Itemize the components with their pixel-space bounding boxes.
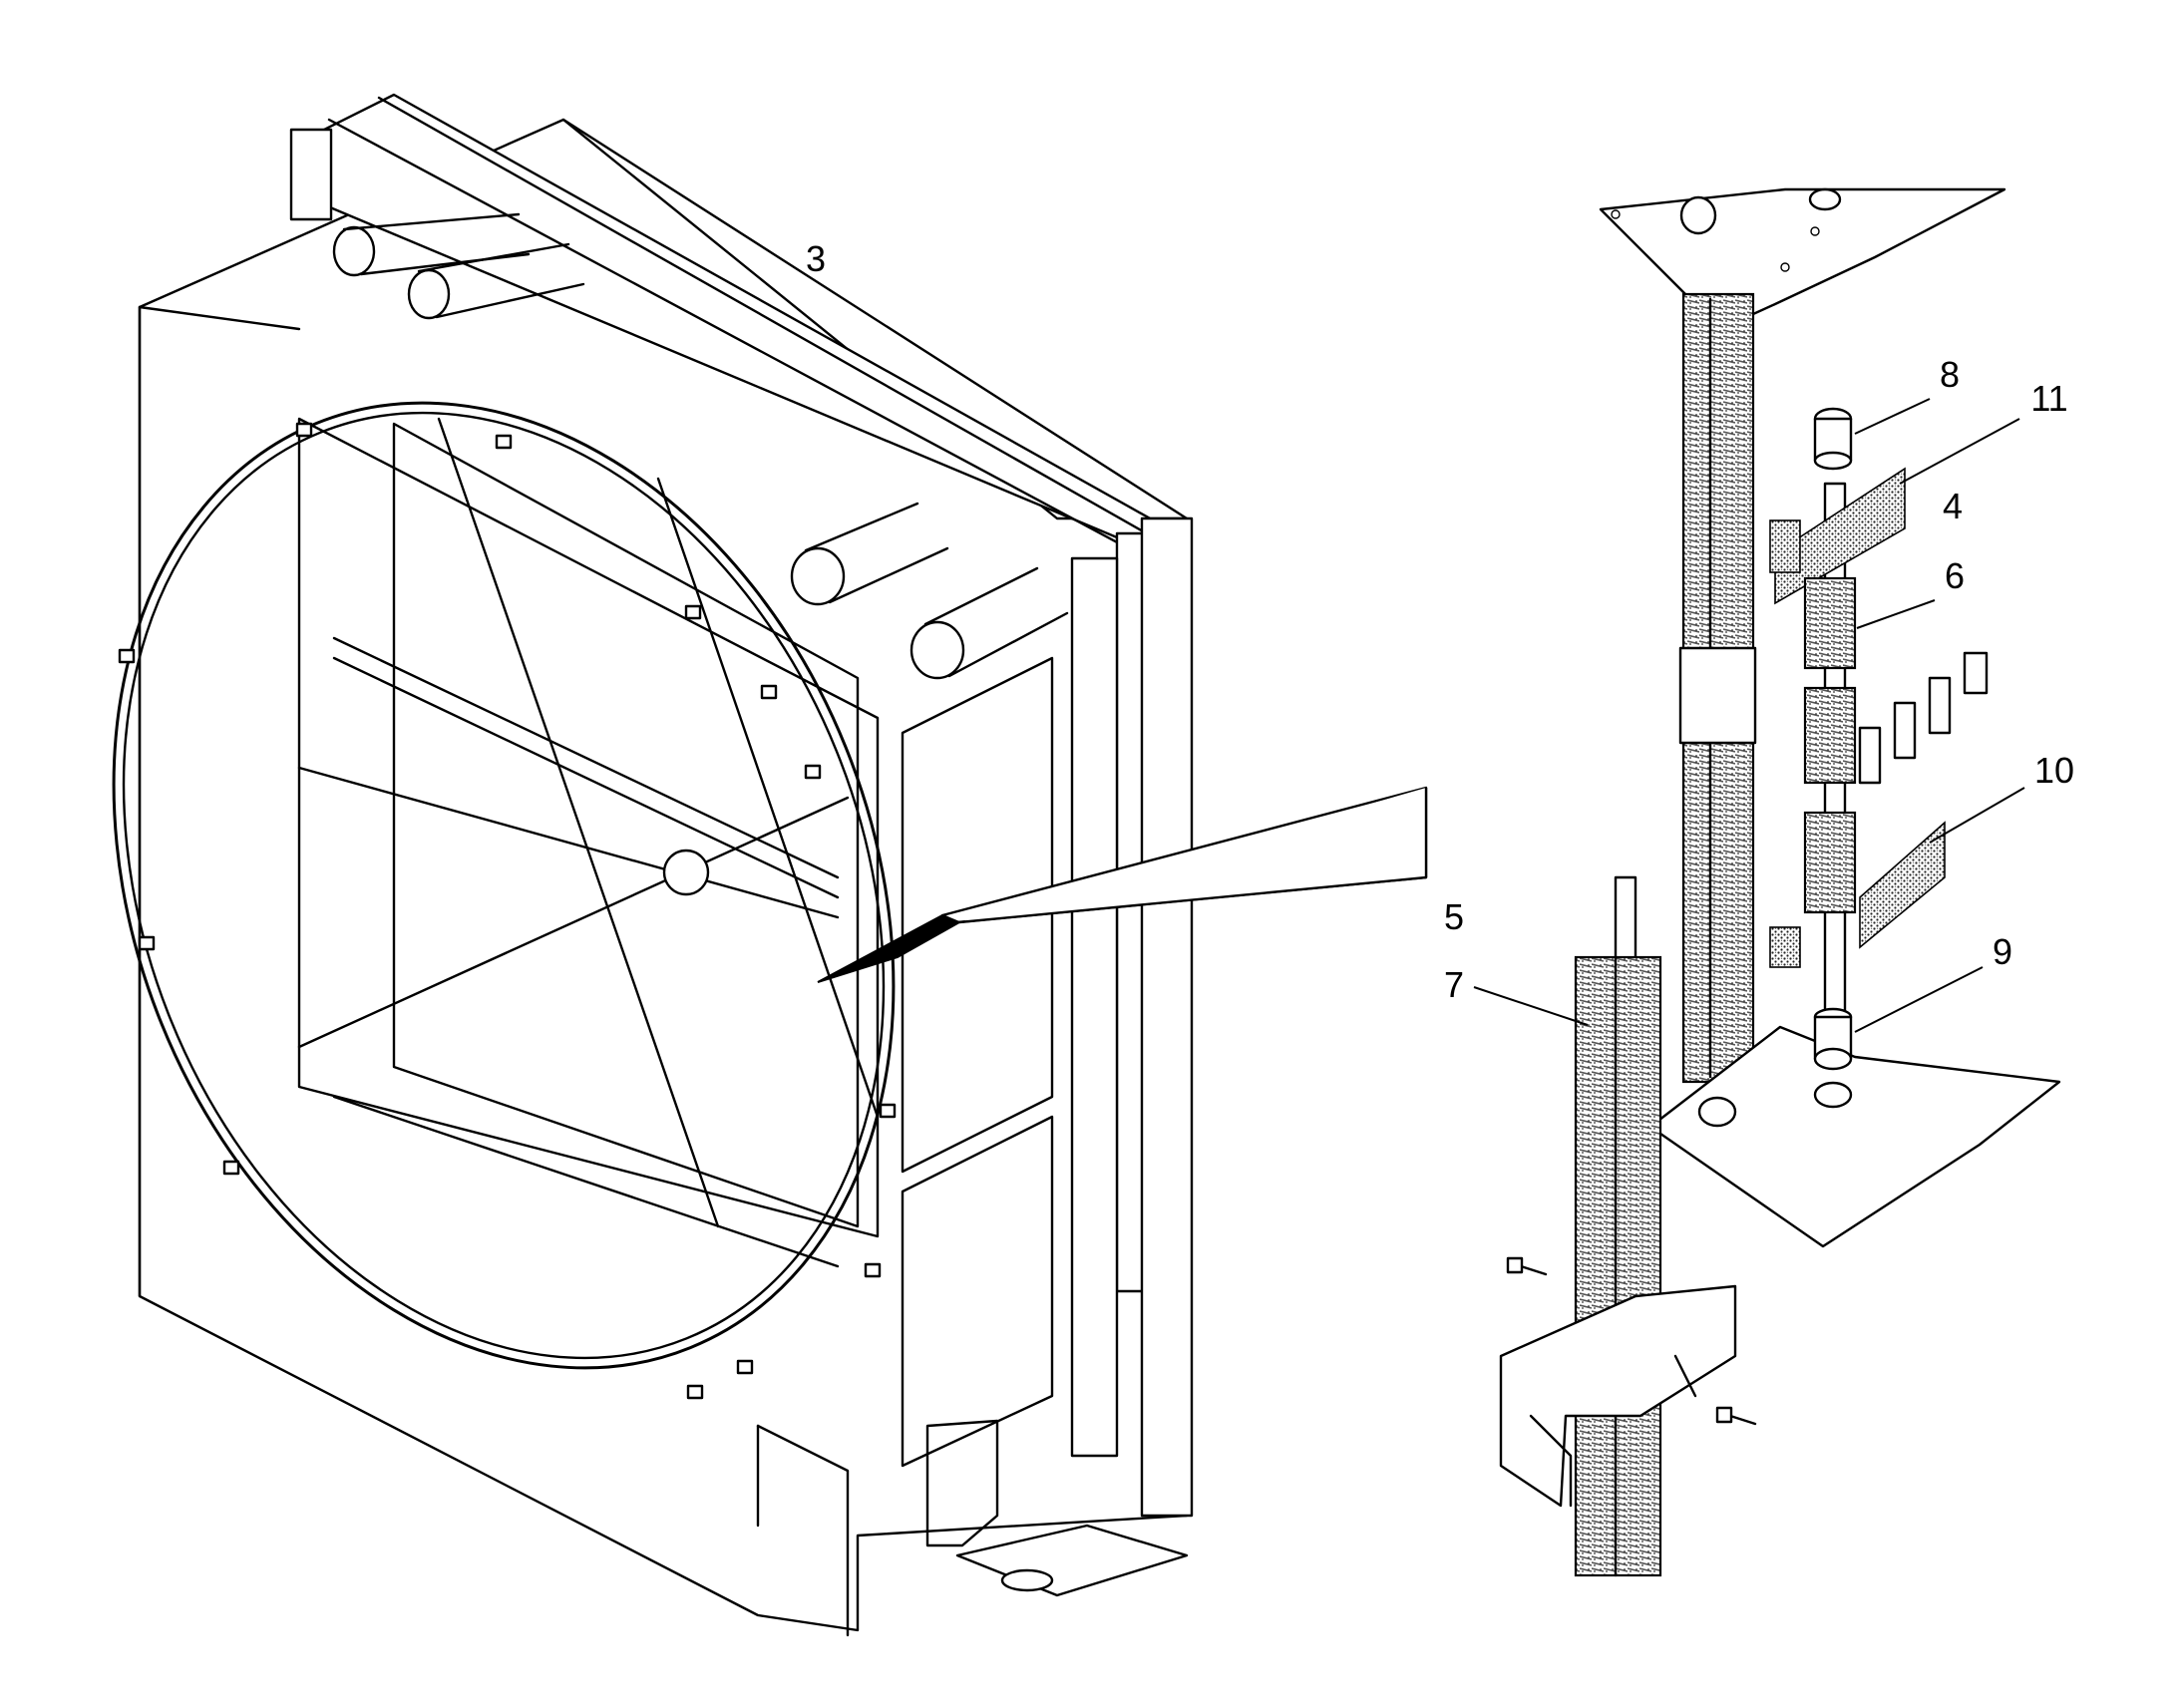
seal-fingers	[1858, 651, 1989, 785]
callout-6: 6	[1945, 555, 1965, 596]
callout-10: 10	[2034, 750, 2074, 791]
callout-8: 8	[1940, 354, 1960, 395]
lower-bushing	[1813, 1007, 1853, 1071]
ring-clips	[118, 422, 897, 1400]
callout-7: 7	[1444, 964, 1464, 1005]
seal-segment-lower	[1803, 811, 1857, 914]
upper-bushing	[1813, 407, 1853, 471]
callout-11: 11	[2030, 378, 2067, 419]
seal-segment-upper	[1803, 576, 1857, 670]
lower-mounting-plate	[1648, 1025, 2061, 1248]
core-opening	[297, 417, 880, 1268]
lower-seal-strip	[1499, 875, 1757, 1577]
detail-pointer-arrow	[817, 786, 1428, 983]
callouts: 3 8 11 4 6 10 5 7 9	[806, 238, 2074, 1033]
seal-segment-middle	[1803, 686, 1857, 785]
upper-seal-pad	[1774, 467, 1906, 605]
seal-detail-assembly	[1499, 187, 2061, 1577]
callout-3: 3	[806, 238, 826, 279]
pipe-stubs	[332, 212, 1069, 680]
callout-5: 5	[1444, 896, 1464, 937]
callout-9: 9	[1993, 931, 2012, 972]
radiator-shroud-assembly	[112, 93, 1194, 1637]
top-frame	[289, 93, 1194, 1518]
fan-guard-struts	[297, 417, 880, 1228]
callout-4: 4	[1943, 486, 1963, 526]
upper-mounting-plate	[1599, 187, 2006, 331]
fan-ring	[112, 401, 896, 1370]
lower-seal-pad	[1859, 821, 1946, 949]
